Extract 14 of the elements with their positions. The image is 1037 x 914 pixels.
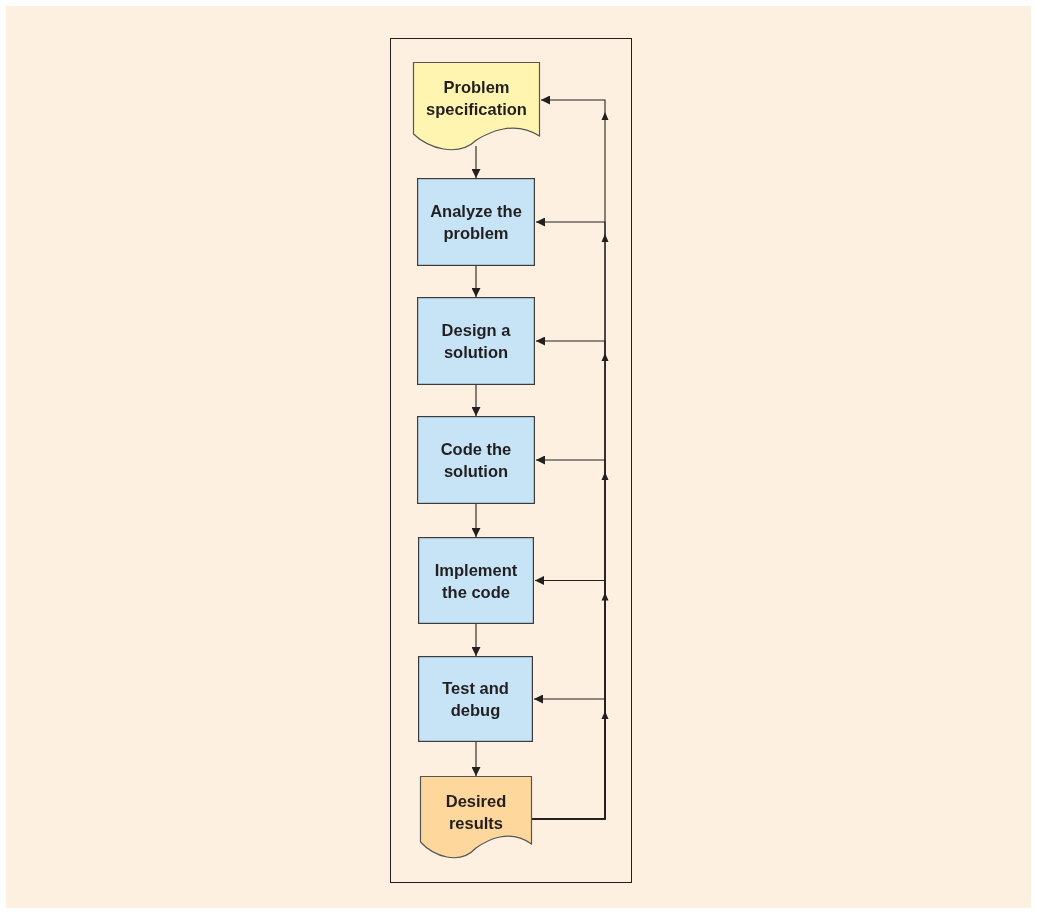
node-label: Design a solution xyxy=(440,320,512,363)
process-box xyxy=(417,178,535,266)
node-label: Analyze the problem xyxy=(429,201,523,244)
process-box xyxy=(418,537,534,624)
document-shape xyxy=(420,776,532,860)
node-label: Code the solution xyxy=(439,439,513,482)
process-box xyxy=(417,297,535,385)
node-label: Implement the code xyxy=(433,559,519,603)
node-label: Test and debug xyxy=(441,678,510,721)
process-box xyxy=(417,416,535,504)
node-label: Desired results xyxy=(444,791,508,834)
process-box xyxy=(418,656,533,742)
node-label: Problem specification xyxy=(425,77,528,120)
document-shape xyxy=(413,62,540,152)
